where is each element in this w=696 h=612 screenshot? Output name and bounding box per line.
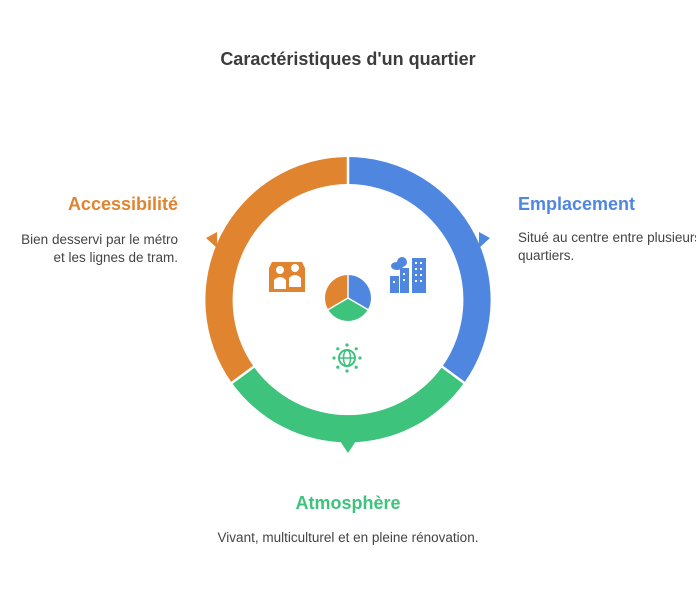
- description-emplacement: Situé au centre entre plusieurs quartier…: [518, 230, 696, 263]
- heading-accessibilite: Accessibilité: [67, 194, 178, 214]
- description-accessibilite: Bien desservi par le métro et les lignes…: [21, 232, 178, 265]
- segment-emplacement: [348, 157, 491, 383]
- arrow-atmosphere: [340, 441, 356, 453]
- heading-atmosphere: Atmosphère: [295, 493, 401, 513]
- diagram-title: Caractéristiques d'un quartier: [220, 49, 476, 69]
- segment-atmosphere: [231, 366, 465, 443]
- arrow-accessibilite: [206, 232, 217, 248]
- arrow-emplacement: [479, 232, 490, 248]
- center-pie-icon: [325, 274, 371, 321]
- city-icon: [390, 257, 426, 293]
- heading-emplacement: Emplacement: [518, 194, 636, 214]
- globe-icon: [332, 343, 362, 373]
- people-icon: [269, 262, 305, 292]
- segment-accessibilite: [205, 157, 348, 383]
- description-atmosphere: Vivant, multiculturel et en pleine rénov…: [217, 530, 479, 545]
